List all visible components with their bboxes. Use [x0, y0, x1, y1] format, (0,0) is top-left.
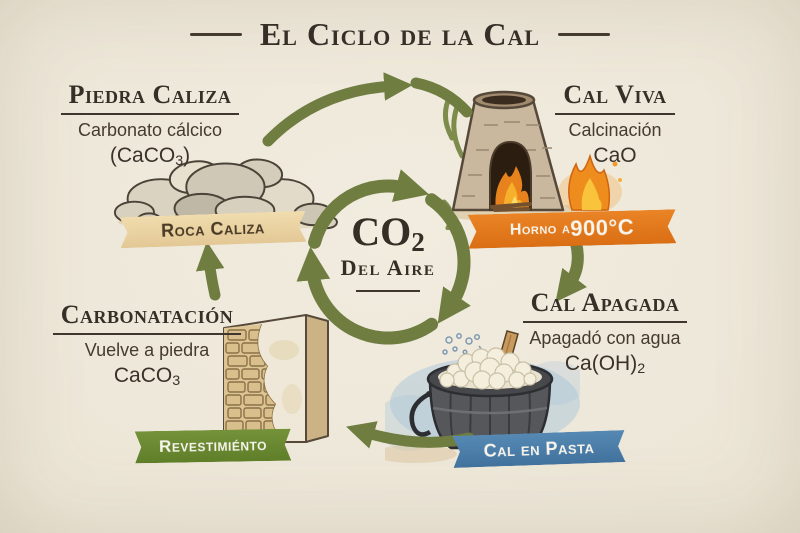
chemical-formula: CaO	[593, 144, 637, 167]
arrow-kiln-to-slaked-lime	[555, 237, 587, 303]
lime-paste-lumps	[439, 347, 537, 390]
banner-revestimiento: Revestimiénto	[135, 429, 292, 464]
chemical-formula: Ca(OH)2	[564, 352, 646, 378]
stage-cal-apagada: Cal Apagada Apagadó con agua Ca(OH)2	[490, 288, 720, 378]
stage-piedra-caliza: Piedra Caliza Carbonato cálcico (CaCO3)	[25, 80, 275, 170]
banner-cal-en-pasta: Cal en Pasta	[452, 430, 625, 468]
co2-source-label: Del Aire	[340, 255, 436, 280]
arrow-wall-to-limestone	[195, 241, 225, 301]
stage-heading: Piedra Caliza	[60, 80, 240, 115]
chemical-formula: CaCO3	[113, 364, 181, 390]
chemical-formula: (CaCO3)	[109, 144, 191, 170]
stage-description: Carbonato cálcico	[77, 120, 223, 140]
page-title: El Ciclo de la Cal	[259, 16, 541, 52]
stage-description: Apagadó con agua	[529, 328, 681, 348]
stage-heading: Cal Viva	[555, 80, 675, 115]
stage-description: Vuelve a piedra	[84, 340, 210, 360]
title-left-dash	[189, 32, 242, 37]
arrow-limestone-to-kiln	[262, 72, 413, 147]
lime-paste-bucket-illustration	[385, 330, 580, 463]
banner-horno-900: Horno a 900°C	[468, 209, 677, 248]
banner-roca-caliza: Roca Caliza	[120, 211, 307, 248]
stage-description: Calcinación	[568, 120, 662, 140]
stage-heading: Carbonatación	[52, 300, 242, 335]
plastered-wall-illustration	[223, 314, 329, 443]
stage-heading: Cal Apagada	[522, 288, 688, 323]
stage-carbonatacion: Carbonatación Vuelve a piedra CaCO3	[22, 300, 272, 390]
title-row: El Ciclo de la Cal	[0, 16, 800, 53]
center-rule	[356, 290, 420, 292]
title-right-dash	[558, 32, 611, 37]
co2-formula: CO2	[351, 209, 425, 257]
co2-center-label: CO2 Del Aire	[308, 212, 468, 292]
stage-cal-viva: Cal Viva Calcinación CaO	[500, 80, 730, 168]
